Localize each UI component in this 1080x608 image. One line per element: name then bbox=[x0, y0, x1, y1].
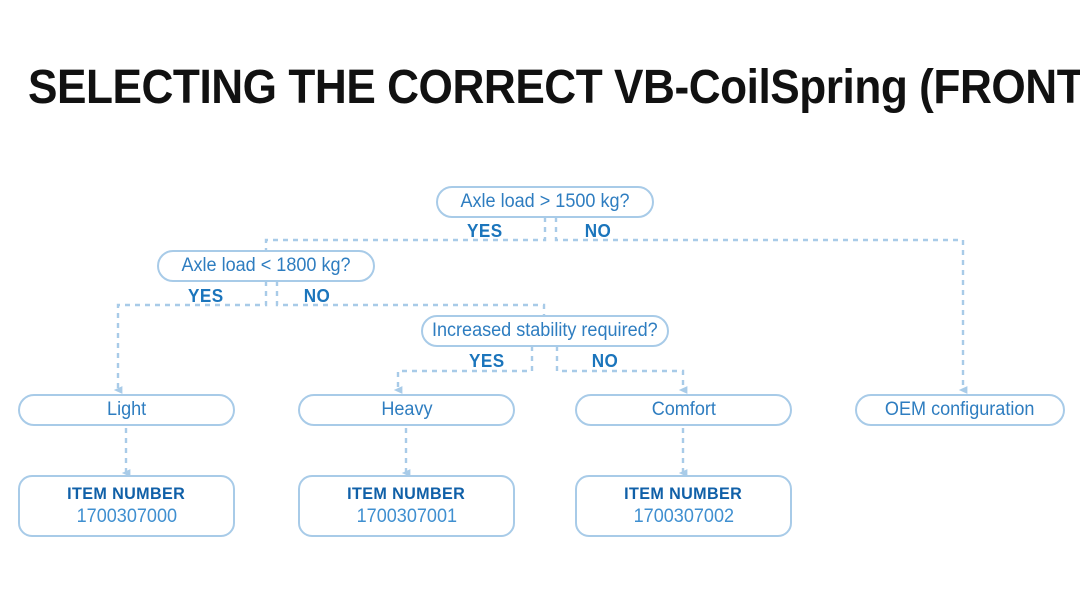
decision-axle-load-1800[interactable]: Axle load < 1800 kg? bbox=[157, 250, 375, 282]
item-number-title: ITEM NUMBER bbox=[67, 484, 186, 503]
result-heavy[interactable]: Heavy bbox=[298, 394, 515, 426]
branch-label-d2-no: NO bbox=[303, 286, 331, 306]
wire-d1-yes bbox=[264, 217, 547, 250]
decision-axle-load-1500[interactable]: Axle load > 1500 kg? bbox=[436, 186, 654, 218]
wire-d3-no bbox=[555, 346, 688, 394]
wire-d2-no bbox=[275, 281, 546, 315]
branch-label-d3-no: NO bbox=[591, 351, 619, 371]
result-label: Heavy bbox=[380, 399, 433, 420]
item-box-light[interactable]: ITEM NUMBER 1700307000 bbox=[18, 475, 235, 537]
item-box-comfort[interactable]: ITEM NUMBER 1700307002 bbox=[575, 475, 792, 537]
decision-label: Increased stability required? bbox=[432, 320, 658, 341]
branch-label-d3-yes: YES bbox=[468, 351, 505, 371]
item-number-value: 1700307000 bbox=[76, 506, 177, 527]
branch-label-d1-yes: YES bbox=[466, 221, 503, 241]
item-number-value: 1700307002 bbox=[633, 506, 734, 527]
result-comfort[interactable]: Comfort bbox=[575, 394, 792, 426]
result-light[interactable]: Light bbox=[18, 394, 235, 426]
branch-label-d2-yes: YES bbox=[187, 286, 224, 306]
wire-d3-yes bbox=[393, 346, 534, 394]
wire-d1-no bbox=[554, 217, 968, 394]
branch-label-d1-no: NO bbox=[584, 221, 612, 241]
item-box-heavy[interactable]: ITEM NUMBER 1700307001 bbox=[298, 475, 515, 537]
page-title: SELECTING THE CORRECT VB-CoilSpring (FRO… bbox=[28, 61, 1080, 114]
result-oem-configuration[interactable]: OEM configuration bbox=[855, 394, 1065, 426]
result-label: Comfort bbox=[651, 399, 716, 420]
decision-increased-stability[interactable]: Increased stability required? bbox=[421, 315, 669, 347]
item-number-title: ITEM NUMBER bbox=[624, 484, 743, 503]
result-label: Light bbox=[106, 399, 147, 420]
item-number-value: 1700307001 bbox=[356, 506, 457, 527]
decision-label: Axle load > 1500 kg? bbox=[460, 191, 630, 212]
wire-d2-yes bbox=[113, 281, 268, 394]
decision-label: Axle load < 1800 kg? bbox=[181, 255, 351, 276]
item-number-title: ITEM NUMBER bbox=[347, 484, 466, 503]
result-label: OEM configuration bbox=[885, 399, 1035, 420]
